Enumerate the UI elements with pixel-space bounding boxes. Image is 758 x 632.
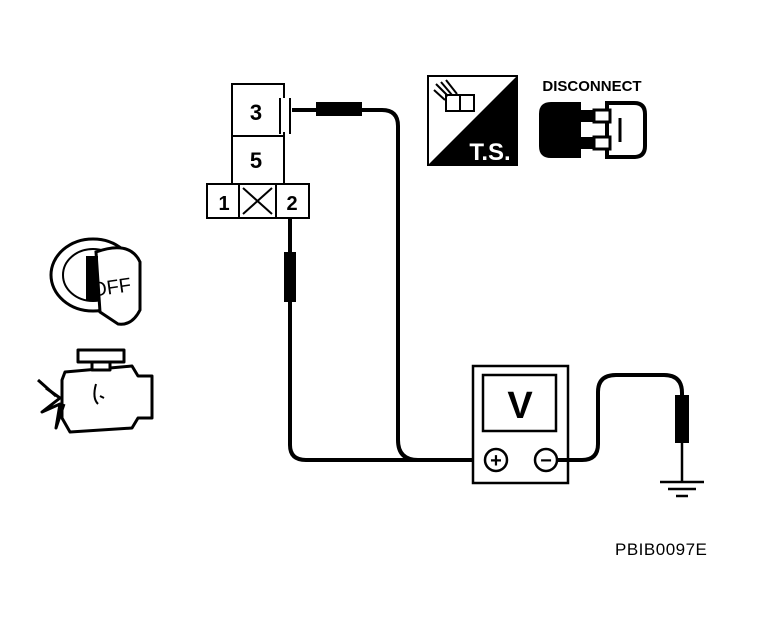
ts-label: T.S.	[469, 139, 510, 166]
probe-tip-pin2	[284, 252, 296, 302]
negative-symbol: −	[540, 450, 552, 472]
voltmeter: V + −	[471, 364, 570, 485]
disconnect-connector-icon	[539, 101, 647, 159]
disconnect-label: DISCONNECT	[542, 78, 641, 95]
pin-label-1: 1	[218, 193, 229, 215]
pin-label-5: 5	[250, 148, 262, 173]
positive-lead-wires	[288, 108, 480, 462]
voltmeter-label: V	[507, 385, 533, 427]
figure-code: PBIB0097E	[615, 540, 708, 559]
engine-icon	[37, 348, 154, 434]
negative-lead-wire	[557, 373, 684, 462]
connector-plug-icon	[433, 79, 475, 112]
positive-symbol: +	[490, 450, 502, 472]
disconnect-icon: DISCONNECT	[539, 78, 647, 159]
pin-label-3: 3	[250, 100, 262, 125]
ignition-key-icon: OFF	[49, 237, 142, 326]
harness-connector: 3 5 1 2	[206, 83, 310, 219]
ground-symbol-icon	[660, 443, 704, 498]
ground-probe	[675, 395, 689, 443]
probe-tip-pin3	[316, 102, 362, 116]
pin-label-2: 2	[286, 193, 297, 215]
ts-badge: T.S.	[427, 75, 518, 166]
positive-terminal	[483, 447, 509, 473]
